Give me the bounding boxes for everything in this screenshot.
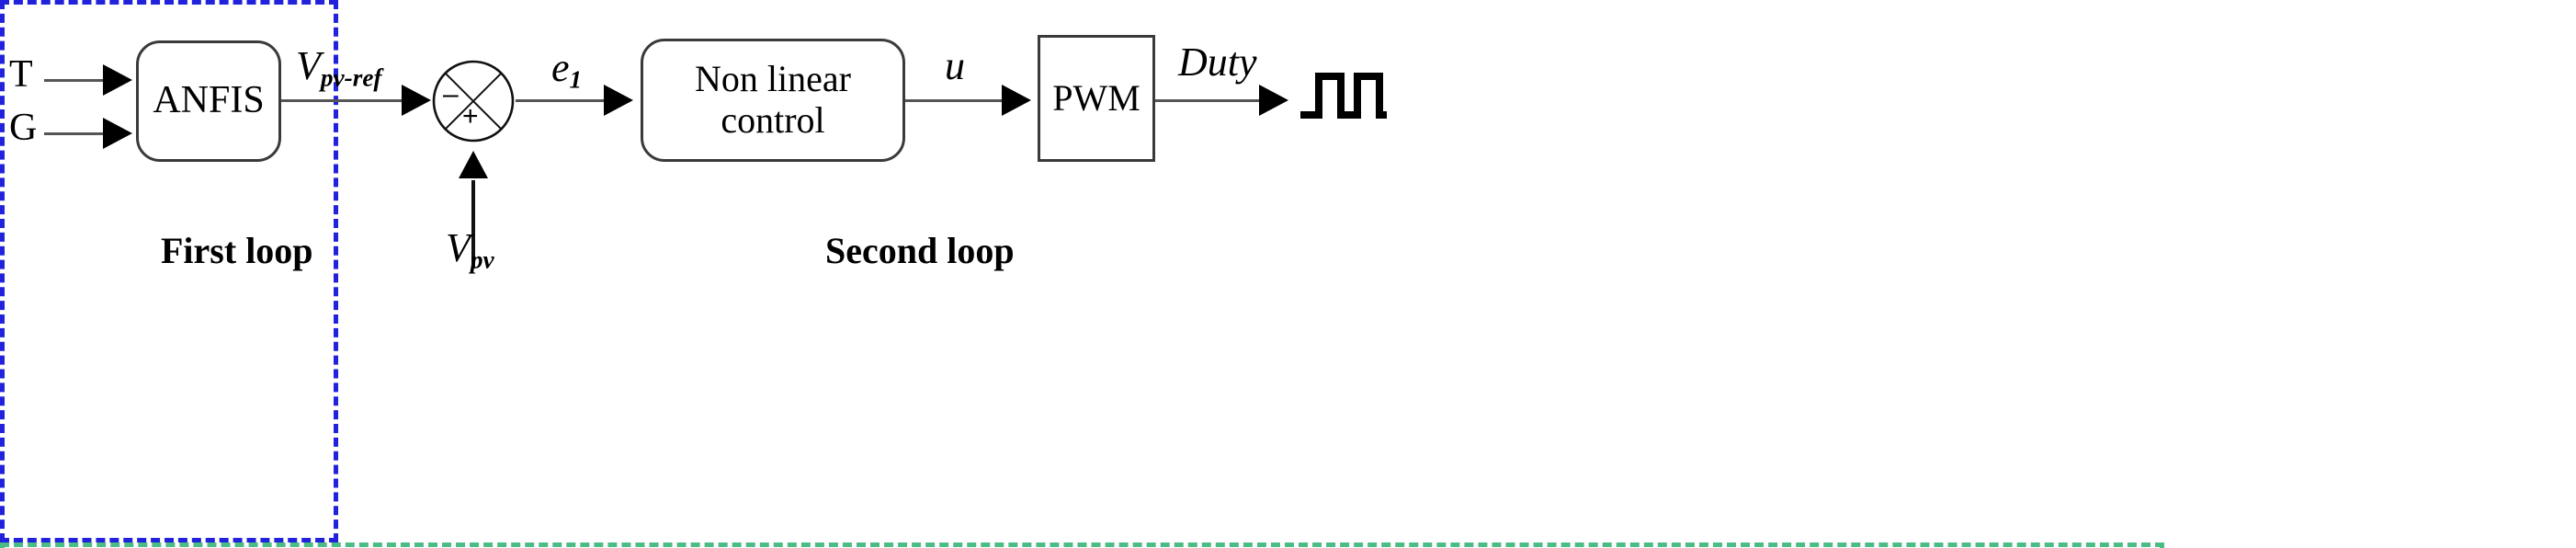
signal-label-duty: Duty bbox=[1178, 42, 1257, 83]
second-loop-caption: Second loop bbox=[825, 230, 1015, 271]
arrow-right-icon bbox=[1259, 85, 1288, 116]
anfis-block[interactable]: ANFIS bbox=[136, 40, 281, 162]
summing-junction[interactable] bbox=[431, 59, 516, 143]
signal-base-duty: Duty bbox=[1178, 40, 1257, 85]
wire-nonlinear-to-pwm bbox=[905, 99, 1008, 102]
signal-label-u: u bbox=[945, 46, 965, 86]
nonlinear-control-line-1: Non linear bbox=[695, 58, 851, 100]
sum-plus-sign: + bbox=[462, 101, 479, 131]
nonlinear-control-block-label: Non linear control bbox=[695, 58, 851, 142]
arrow-right-icon bbox=[103, 118, 132, 149]
arrow-right-icon bbox=[604, 85, 633, 116]
signal-sub-e1: 1 bbox=[569, 65, 583, 94]
wire-sum-to-nonlinear bbox=[516, 99, 612, 102]
signal-label-vpv: Vpv bbox=[446, 228, 494, 273]
wire-pwm-to-output bbox=[1155, 99, 1267, 102]
nonlinear-control-block[interactable]: Non linear control bbox=[641, 39, 905, 162]
wire-irradiance-to-anfis bbox=[44, 132, 116, 135]
signal-sub-vpv: pv bbox=[470, 245, 494, 274]
first-loop-caption: First loop bbox=[161, 230, 313, 271]
signal-label-e1: e1 bbox=[551, 48, 582, 93]
signal-base-e1: e bbox=[551, 45, 570, 90]
anfis-block-label: ANFIS bbox=[153, 79, 265, 122]
wire-anfis-to-sum bbox=[281, 99, 410, 102]
wire-temperature-to-anfis bbox=[44, 79, 116, 82]
arrow-right-icon bbox=[103, 64, 132, 96]
wire-vpv-feedback bbox=[471, 180, 475, 268]
arrow-up-icon bbox=[459, 151, 488, 178]
signal-base-vpv: V bbox=[446, 225, 471, 270]
square-wave-icon bbox=[1299, 67, 1389, 124]
signal-sub-vpv-ref: pv-ref bbox=[320, 63, 382, 92]
signal-base-vpv-ref: V bbox=[296, 43, 321, 88]
input-label-temperature: T bbox=[9, 53, 33, 96]
arrow-right-icon bbox=[1002, 85, 1031, 116]
nonlinear-control-line-2: control bbox=[721, 99, 825, 141]
arrow-right-icon bbox=[402, 85, 431, 116]
second-loop-region bbox=[0, 542, 2164, 548]
pwm-block-label: PWM bbox=[1052, 76, 1140, 119]
first-loop-region bbox=[0, 0, 338, 542]
input-label-irradiance: G bbox=[9, 107, 38, 149]
signal-base-u: u bbox=[945, 43, 965, 88]
signal-label-vpv-ref: Vpv-ref bbox=[296, 46, 382, 91]
pwm-block[interactable]: PWM bbox=[1038, 35, 1155, 162]
sum-minus-sign: – bbox=[443, 79, 459, 109]
